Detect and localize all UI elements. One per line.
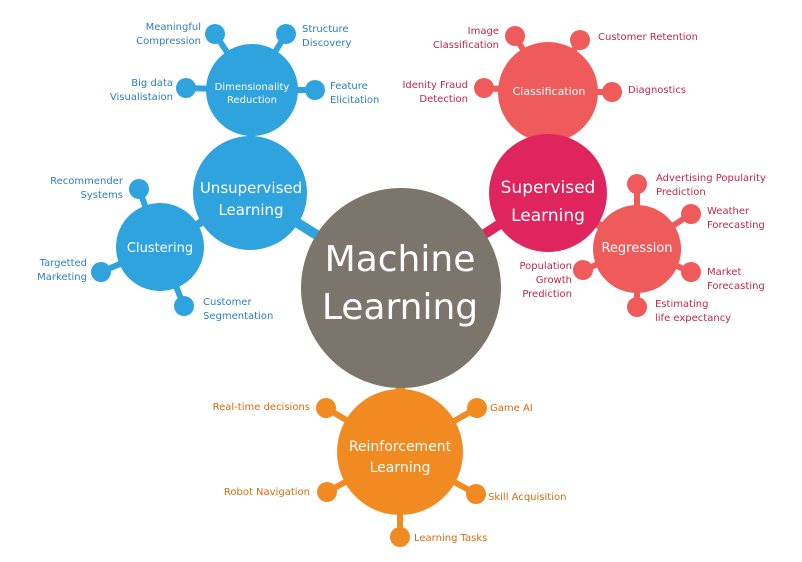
node-population-growth [573, 260, 593, 280]
reinforcement-title: Reinforcement Learning [348, 439, 452, 476]
leaf-diagnostics: Diagnostics [628, 85, 687, 96]
node-estimating-life-expectancy [627, 297, 647, 317]
node-customer-retention [570, 30, 590, 50]
clustering-title: Clustering [126, 241, 194, 256]
node-real-time-decisions [316, 398, 336, 418]
leaf-real-time-decisions: Real-time decisions [212, 402, 310, 413]
node-weather-forecasting [681, 204, 701, 224]
leaf-feature-elicitation: Feature Elicitation [330, 81, 380, 106]
classification-circle [498, 42, 598, 142]
supervised-title: Supervised Learning [500, 178, 596, 226]
leaf-skill-acquisition: Skill Acquisition [488, 492, 567, 503]
leaf-image-classification: Image Classification [432, 26, 499, 51]
node-image-classification [505, 26, 525, 46]
node-feature-elicitation [305, 80, 325, 100]
leaf-customer-retention: Customer Retention [598, 32, 698, 43]
leaf-learning-tasks: Learning Tasks [414, 533, 488, 544]
node-targetted-marketing [91, 262, 111, 282]
leaf-big-data-visualisation: Big data Visualistaion [109, 78, 173, 103]
node-structure-discovery [276, 24, 296, 44]
leaf-recommender-systems: Recommender Systems [50, 176, 123, 201]
regression-title: Regression [601, 241, 673, 256]
center-title: Machine Learning [321, 239, 479, 328]
node-skill-acquisition [466, 484, 486, 504]
node-diagnostics [602, 82, 622, 102]
leaf-market-forecasting: Market Forecasting [707, 267, 765, 292]
dimensionality-title: Dimensionality Reduction [214, 82, 290, 106]
leaf-targetted-marketing: Targetted Marketing [37, 258, 87, 283]
node-customer-segmentation [174, 296, 194, 316]
node-robot-navigation [317, 482, 337, 502]
leaf-customer-segmentation: Customer Segmentation [203, 297, 274, 322]
leaf-weather-forecasting: Weather Forecasting [707, 206, 765, 231]
leaf-estimating-life-expectancy: Estimating life expectancy [655, 299, 732, 324]
node-learning-tasks [390, 527, 410, 547]
node-recommender-systems [129, 179, 149, 199]
clustering-circle [116, 203, 204, 291]
leaf-advertising-popularity-prediction: Advertising Popularity Prediction [656, 173, 766, 198]
node-game-ai [467, 398, 487, 418]
leaf-game-ai: Game AI [490, 403, 533, 414]
node-big-data-visualisation [176, 78, 196, 98]
reinforcement-circle [337, 389, 463, 515]
leaf-population-growth-prediction: Population Growth Prediction [519, 261, 572, 300]
dimensionality-circle [206, 44, 298, 136]
node-advertising-popularity [627, 174, 647, 194]
center-circle [301, 188, 501, 388]
leaf-robot-navigation: Robot Navigation [223, 487, 310, 498]
regression-circle [593, 205, 681, 293]
node-meaningful-compression [205, 24, 225, 44]
unsupervised-title: Unsupervised Learning [199, 179, 303, 219]
leaf-identity-fraud-detection: Idenity Fraud Detection [402, 80, 468, 105]
supervised-circle [489, 134, 607, 252]
leaf-meaningful-compression: Meaningful Compression [136, 22, 201, 47]
node-market-forecasting [681, 262, 701, 282]
classification-title: Classification [512, 85, 586, 98]
node-identity-fraud-detection [474, 78, 494, 98]
leaf-structure-discovery: Structure Discovery [302, 24, 352, 49]
unsupervised-circle [193, 136, 307, 250]
